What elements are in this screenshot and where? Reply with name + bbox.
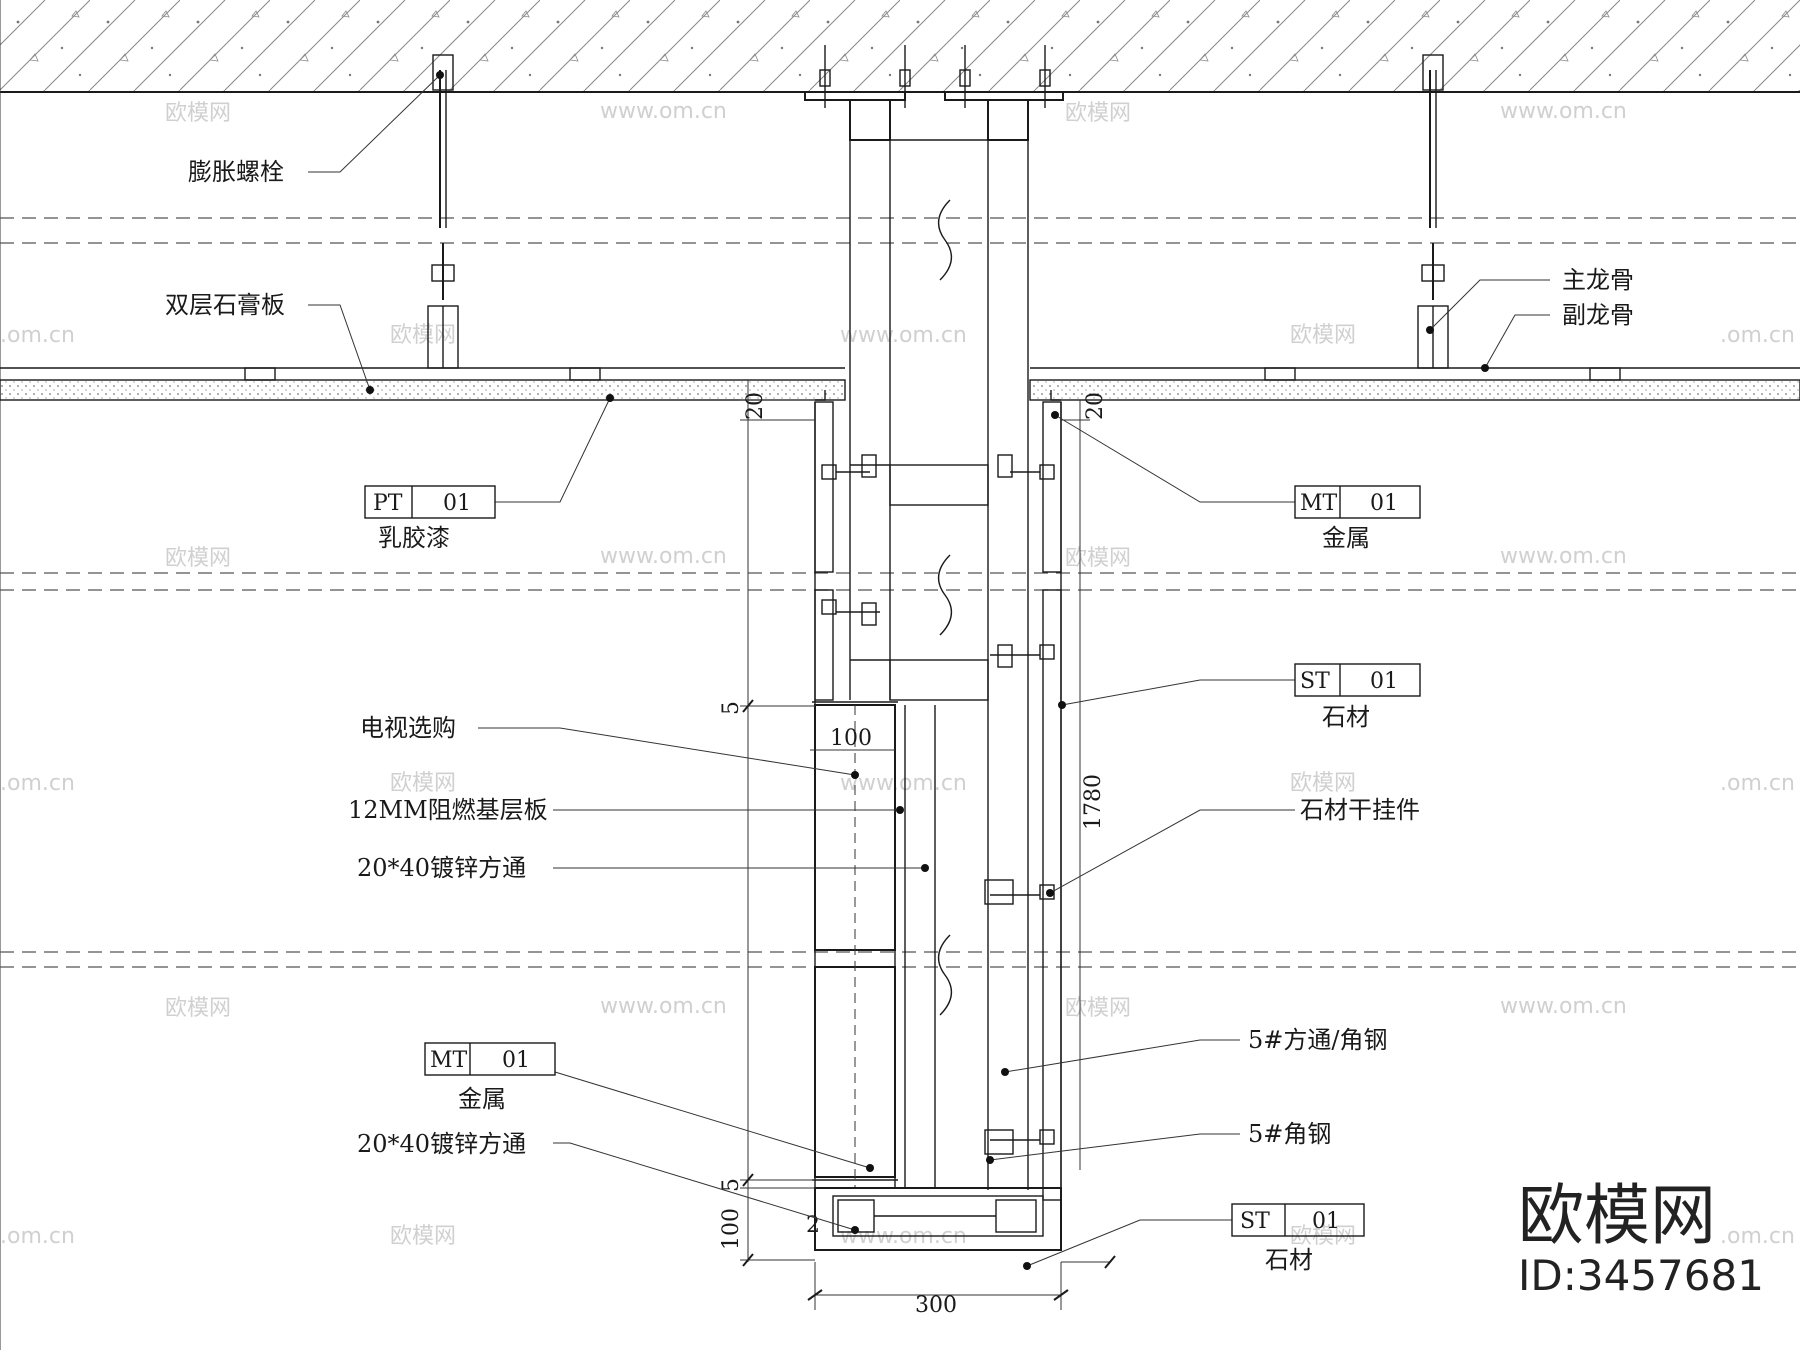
svg-text:欧模网: 欧模网 (390, 1224, 456, 1249)
label-tv-optional: 电视选购 (360, 714, 456, 742)
svg-text:www.om.cn: www.om.cn (1500, 99, 1627, 124)
svg-text:01: 01 (1312, 1209, 1340, 1234)
svg-text:www.om.cn: www.om.cn (600, 99, 727, 124)
svg-text:www.om.cn: www.om.cn (840, 771, 967, 796)
tv-recess (812, 701, 936, 1188)
svg-text:.om.cn: .om.cn (0, 323, 75, 348)
dim-100-left: 100 (719, 1208, 744, 1250)
label-stone-hanger: 石材干挂件 (1300, 796, 1420, 824)
svg-text:欧模网: 欧模网 (390, 771, 456, 796)
dimension-lines (740, 380, 1116, 1310)
label-stone-1: 石材 (1322, 703, 1370, 731)
svg-text:欧模网: 欧模网 (1290, 771, 1356, 796)
tag-mt-01-left: MT 01 (424, 1042, 556, 1076)
dim-5-top: 5 (719, 701, 744, 715)
gypsum-ceiling (0, 367, 1800, 401)
svg-text:.om.cn: .om.cn (0, 1224, 75, 1249)
svg-text:01: 01 (1370, 491, 1398, 516)
svg-text:欧模网: 欧模网 (1290, 323, 1356, 348)
label-tube-angle: 5#方通/角钢 (1248, 1026, 1387, 1054)
svg-text:MT: MT (1300, 491, 1338, 516)
tag-st-01-right: ST 01 (1294, 663, 1421, 697)
dim-5-bottom: 5 (719, 1178, 744, 1192)
brand-id: ID:3457681 (1518, 1251, 1764, 1300)
label-latex-paint: 乳胶漆 (378, 524, 450, 552)
svg-text:www.om.cn: www.om.cn (600, 994, 727, 1019)
svg-text:.om.cn: .om.cn (0, 771, 75, 796)
hanger-left (427, 54, 459, 369)
dim-20-right: 20 (1083, 392, 1108, 420)
svg-text:ST: ST (1240, 1209, 1270, 1234)
svg-text:www.om.cn: www.om.cn (1500, 994, 1627, 1019)
svg-text:欧模网: 欧模网 (390, 323, 456, 348)
label-angle-steel: 5#角钢 (1248, 1120, 1331, 1148)
svg-text:PT: PT (373, 491, 403, 516)
label-metal-1: 金属 (1322, 524, 1370, 552)
svg-text:欧模网: 欧模网 (1065, 101, 1131, 126)
label-base-board: 12MM阻燃基层板 (348, 796, 548, 824)
svg-text:www.om.cn: www.om.cn (840, 323, 967, 348)
leader-lines (308, 71, 1550, 1270)
dim-300: 300 (915, 1293, 957, 1318)
svg-text:.om.cn: .om.cn (1720, 1224, 1795, 1249)
svg-text:www.om.cn: www.om.cn (1500, 544, 1627, 569)
tag-st-01-bottom: ST 01 (1231, 1203, 1365, 1237)
svg-text:欧模网: 欧模网 (165, 996, 231, 1021)
svg-text:欧模网: 欧模网 (165, 546, 231, 571)
label-stone-2: 石材 (1265, 1246, 1313, 1274)
label-metal-2: 金属 (458, 1085, 506, 1113)
dim-2: 2 (806, 1213, 820, 1238)
label-tube-2: 20*40镀锌方通 (357, 1130, 526, 1158)
svg-text:www.om.cn: www.om.cn (600, 544, 727, 569)
svg-text:ST: ST (1300, 669, 1330, 694)
dim-100-tv: 100 (830, 726, 872, 751)
stone-cladding (814, 390, 1062, 1250)
svg-text:MT: MT (430, 1048, 468, 1073)
svg-text:01: 01 (1370, 669, 1398, 694)
label-tube-1: 20*40镀锌方通 (357, 854, 526, 882)
label-sub-keel: 副龙骨 (1562, 301, 1634, 329)
svg-text:01: 01 (443, 491, 471, 516)
svg-text:欧模网: 欧模网 (1065, 996, 1131, 1021)
label-main-keel: 主龙骨 (1562, 266, 1634, 294)
tag-pt-01: PT 01 (364, 485, 496, 519)
label-double-gypsum: 双层石膏板 (165, 291, 285, 319)
svg-text:.om.cn: .om.cn (1720, 771, 1795, 796)
hanger-right (1417, 54, 1449, 369)
brand-logo: 欧模网 (1518, 1177, 1716, 1254)
tag-mt-01-right: MT 01 (1294, 485, 1421, 519)
watermarks: 欧模网 www.om.cn 欧模网 www.om.cn .om.cn 欧模网 w… (0, 99, 1795, 1249)
dim-20-left: 20 (743, 392, 768, 420)
steel-column (849, 99, 1029, 1190)
svg-text:欧模网: 欧模网 (1065, 546, 1131, 571)
dim-1780: 1780 (1081, 774, 1106, 830)
svg-text:01: 01 (502, 1048, 530, 1073)
bottom-box (814, 1187, 1062, 1251)
svg-text:.om.cn: .om.cn (1720, 323, 1795, 348)
label-expansion-bolt: 膨胀螺栓 (188, 158, 284, 186)
break-lines (0, 217, 1800, 968)
svg-text:欧模网: 欧模网 (165, 101, 231, 126)
